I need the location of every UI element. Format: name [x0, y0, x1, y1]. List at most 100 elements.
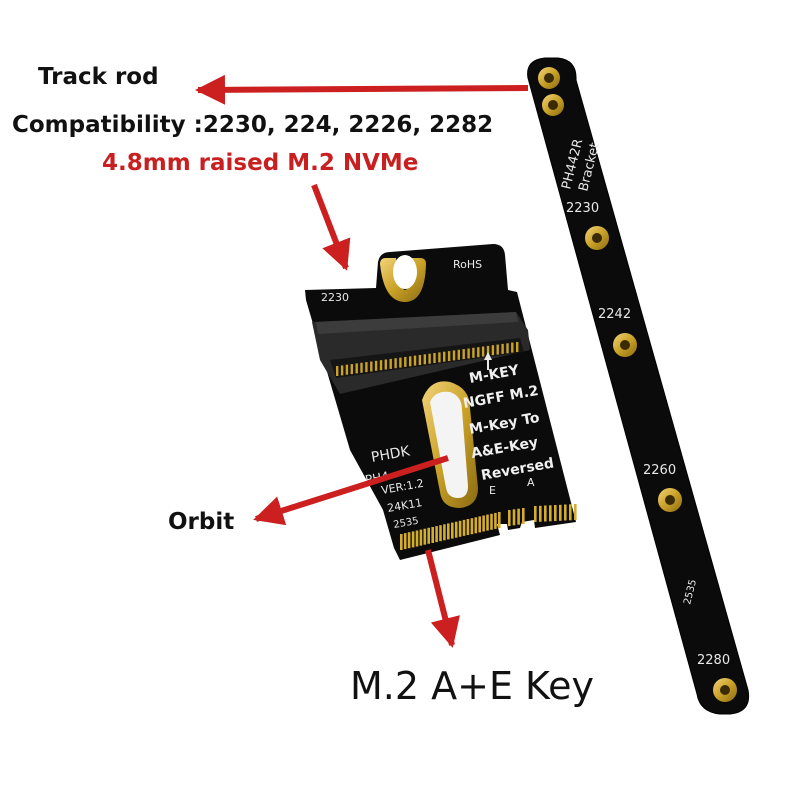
gold-finger [403, 533, 407, 550]
socket-pin [438, 352, 441, 363]
socket-pin [423, 354, 426, 365]
socket-pin [394, 358, 397, 369]
callout-key-type: M.2 A+E Key [350, 664, 594, 708]
gold-finger [544, 505, 547, 522]
gold-finger [517, 508, 520, 525]
gold-finger [508, 510, 511, 526]
socket-pin [506, 343, 509, 354]
socket-pin [384, 359, 387, 370]
gold-finger [482, 515, 485, 532]
gold-finger [435, 526, 438, 543]
gold-finger [569, 504, 572, 521]
orbit-slot [422, 381, 478, 508]
gold-finger [411, 531, 415, 548]
adapter-board: 2230 RoHS M-KEY NGFF M.2 M-Key To A&E-Ke… [305, 244, 577, 560]
bracket-hole-top-2 [542, 94, 564, 116]
socket-pin [360, 362, 363, 373]
gold-finger [522, 508, 525, 524]
socket-pin [379, 360, 383, 371]
callout-orbit: Orbit [168, 509, 235, 535]
gold-finger [564, 504, 567, 521]
gold-finger [415, 530, 419, 547]
bracket-label-2230: 2230 [566, 201, 599, 216]
gold-finger [498, 512, 501, 528]
gold-finger [451, 522, 454, 539]
socket-pin [477, 347, 480, 358]
gold-finger [512, 509, 516, 526]
gold-finger [427, 527, 430, 544]
socket-pin [472, 347, 475, 358]
gold-finger [539, 505, 542, 522]
gold-finger [423, 528, 427, 545]
socket-pin [336, 366, 339, 376]
socket-pin [496, 344, 499, 355]
gold-finger [554, 505, 557, 521]
gold-finger [574, 504, 577, 520]
gold-finger [462, 519, 466, 536]
board-brand: PHDK [370, 443, 412, 466]
socket-pin [399, 357, 402, 368]
socket-pin [433, 353, 436, 363]
callout-raised: 4.8mm raised M.2 NVMe [102, 150, 419, 176]
gold-finger [431, 527, 434, 543]
socket-pin [481, 346, 485, 357]
gold-finger [407, 532, 411, 549]
socket-pin [457, 349, 460, 360]
bracket-hole-2242 [613, 333, 637, 357]
socket-pin [365, 362, 368, 373]
board-date-code: 24K11 [386, 496, 423, 515]
callout-arrows [195, 74, 529, 648]
socket-pin [389, 358, 392, 369]
arrow-track-rod [195, 74, 529, 105]
socket-pin [501, 343, 504, 354]
gold-finger [447, 523, 450, 540]
gold-finger [559, 504, 562, 521]
socket-pin [491, 345, 495, 356]
board-lot: 2535 [393, 516, 420, 531]
socket-pins [336, 342, 519, 376]
socket-pin [370, 361, 373, 372]
gold-finger [478, 516, 481, 533]
socket-pin [404, 356, 407, 367]
gold-finger [443, 524, 446, 541]
socket-pin [443, 351, 446, 362]
arrow-key [425, 549, 460, 648]
up-arrow-icon [484, 352, 492, 370]
bracket-hole-2280 [713, 678, 737, 702]
socket-pin [340, 365, 344, 376]
gold-finger [549, 505, 552, 522]
callout-track-rod: Track rod [38, 64, 159, 90]
bracket-label-2280: 2280 [697, 653, 730, 668]
gold-finger-edge [400, 504, 577, 550]
socket-pin [350, 364, 353, 375]
board-key-a: A [527, 476, 535, 489]
gold-finger [494, 512, 497, 529]
board-rohs: RoHS [453, 258, 482, 271]
gold-finger [486, 514, 489, 531]
socket-pin [428, 353, 431, 364]
callout-compatibility: Compatibility :2230, 224, 2226, 2282 [12, 112, 494, 138]
gold-finger [466, 519, 470, 535]
socket-pin [516, 342, 519, 352]
socket-pin [418, 355, 422, 365]
socket-pin [447, 351, 451, 362]
socket-pin [511, 342, 514, 353]
socket-pin [467, 348, 470, 359]
bracket: PH442R Bracket 2230 2242 2260 2535 2280 [527, 57, 750, 715]
socket-pin [452, 350, 456, 361]
bracket-label-2242: 2242 [598, 307, 631, 322]
socket-pin [345, 364, 349, 375]
arrow-orbit [253, 455, 449, 526]
gold-finger [458, 520, 462, 537]
arrow-raised [311, 183, 351, 271]
board-size-mark: 2230 [321, 291, 349, 304]
socket-pin [409, 356, 412, 367]
bracket-label-2260: 2260 [643, 463, 676, 478]
bracket-hole-2230 [585, 226, 609, 250]
gold-finger [400, 534, 403, 550]
board-key-e: E [489, 484, 496, 497]
bracket-body [527, 57, 750, 715]
screw-notch [380, 255, 426, 302]
